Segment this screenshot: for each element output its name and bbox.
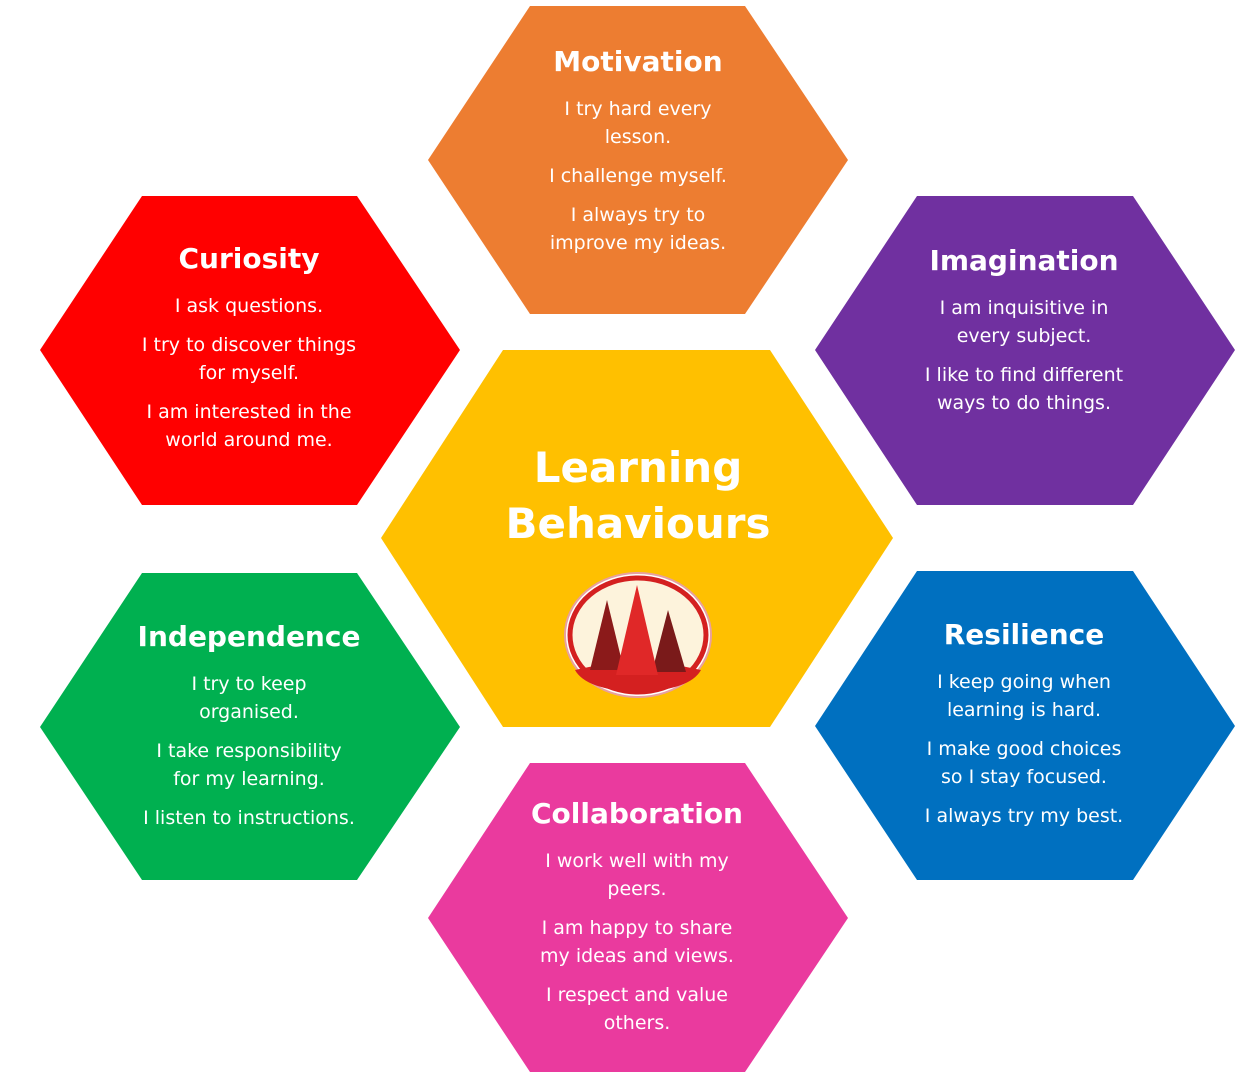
resilience-item: I keep going when learning is hard. bbox=[937, 671, 1111, 721]
tree-icon bbox=[652, 610, 686, 672]
independence-title: Independence bbox=[137, 620, 361, 653]
collaboration-block: Collaboration I work well with my peers.… bbox=[457, 797, 817, 1048]
independence-item: I listen to instructions. bbox=[143, 807, 355, 829]
imagination-block: Imagination I am inquisitive in every su… bbox=[844, 244, 1204, 428]
collaboration-title: Collaboration bbox=[530, 797, 743, 830]
curiosity-block: Curiosity I ask questions. I try to disc… bbox=[69, 242, 429, 465]
curiosity-hexagon bbox=[40, 196, 460, 505]
resilience-hexagon bbox=[815, 571, 1235, 880]
center-title-line1: Learning bbox=[533, 443, 743, 492]
imagination-item: I like to find different ways to do thin… bbox=[924, 364, 1124, 414]
independence-block: Independence I try to keep organised. I … bbox=[69, 620, 429, 843]
independence-item: I try to keep organised. bbox=[191, 673, 307, 723]
tree-icon bbox=[590, 600, 624, 670]
curiosity-item: I am interested in the world around me. bbox=[146, 401, 352, 451]
resilience-block: Resilience I keep going when learning is… bbox=[844, 618, 1204, 841]
collaboration-item: I work well with my peers. bbox=[545, 850, 729, 900]
imagination-hexagon bbox=[815, 196, 1235, 505]
curiosity-item: I ask questions. bbox=[174, 295, 324, 317]
imagination-title: Imagination bbox=[929, 244, 1119, 277]
resilience-title: Resilience bbox=[943, 618, 1105, 651]
tree-icon bbox=[616, 585, 658, 675]
motivation-title: Motivation bbox=[553, 45, 723, 78]
center-title-line2: Behaviours bbox=[505, 499, 771, 548]
independence-hexagon bbox=[40, 573, 460, 880]
motivation-item: I challenge myself. bbox=[549, 165, 727, 187]
resilience-item: I always try my best. bbox=[924, 805, 1124, 827]
curiosity-title: Curiosity bbox=[178, 242, 320, 275]
motivation-block: Motivation I try hard every lesson. I ch… bbox=[458, 45, 818, 268]
collaboration-item: I respect and value others. bbox=[546, 984, 728, 1034]
motivation-item: I try hard every lesson. bbox=[564, 98, 712, 148]
imagination-item: I am inquisitive in every subject. bbox=[939, 297, 1109, 347]
center-title: Learning Behaviours bbox=[438, 440, 838, 552]
independence-item: I take responsibility for my learning. bbox=[156, 740, 342, 790]
collaboration-item: I am happy to share my ideas and views. bbox=[540, 917, 734, 967]
school-logo bbox=[564, 572, 712, 698]
motivation-hexagon bbox=[428, 6, 848, 314]
curiosity-item: I try to discover things for myself. bbox=[141, 334, 357, 384]
motivation-item: I always try to improve my ideas. bbox=[549, 204, 727, 254]
resilience-item: I make good choices so I stay focused. bbox=[926, 738, 1122, 788]
center-hexagon bbox=[381, 350, 893, 727]
collaboration-hexagon bbox=[428, 763, 848, 1072]
